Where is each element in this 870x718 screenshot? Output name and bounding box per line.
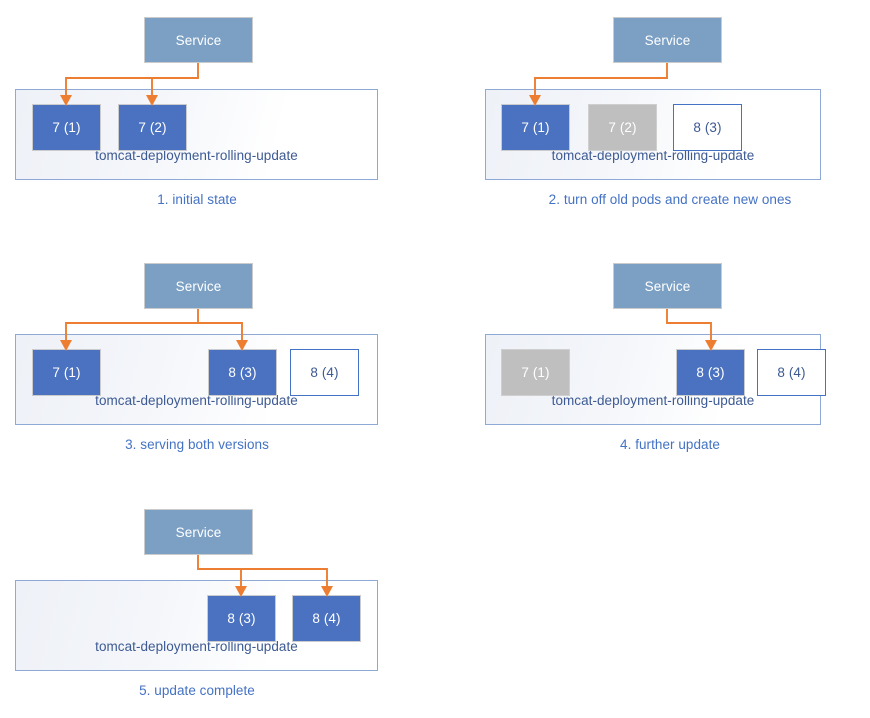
- panel-caption: 1. initial state: [157, 192, 237, 207]
- pod-box: 7 (1): [501, 104, 570, 151]
- deployment-label: tomcat-deployment-rolling-update: [95, 393, 298, 408]
- deployment-label: tomcat-deployment-rolling-update: [95, 639, 298, 654]
- pod-label: 8 (3): [693, 120, 722, 135]
- pod-label: 8 (3): [228, 365, 257, 380]
- pod-box: 8 (4): [290, 349, 359, 396]
- pod-label: 8 (4): [777, 365, 806, 380]
- service-label: Service: [175, 32, 222, 48]
- deployment-label: tomcat-deployment-rolling-update: [551, 148, 755, 163]
- pod-box: 7 (1): [32, 104, 101, 151]
- service-label: Service: [175, 278, 222, 294]
- pod-label: 8 (4): [310, 365, 339, 380]
- pod-box: 7 (1): [32, 349, 101, 396]
- pod-box: 8 (3): [207, 595, 276, 642]
- pod-label: 7 (1): [521, 120, 550, 135]
- pod-label: 8 (3): [227, 611, 256, 626]
- service-box: Service: [613, 263, 722, 309]
- service-box: Service: [144, 17, 253, 63]
- pod-label: 7 (2): [138, 120, 167, 135]
- pod-box: 8 (3): [673, 104, 742, 151]
- pod-box: 8 (3): [676, 349, 745, 396]
- service-box: Service: [144, 509, 253, 555]
- deployment-label: tomcat-deployment-rolling-update: [95, 148, 298, 163]
- pod-label: 7 (1): [52, 365, 81, 380]
- pod-label: 8 (3): [696, 365, 725, 380]
- pod-label: 7 (1): [52, 120, 81, 135]
- pod-box: 8 (4): [292, 595, 361, 642]
- pod-label: 7 (2): [608, 120, 637, 135]
- pod-box: 8 (3): [208, 349, 277, 396]
- pod-box: 8 (4): [757, 349, 826, 396]
- pod-box: 7 (2): [118, 104, 187, 151]
- service-label: Service: [175, 524, 222, 540]
- service-box: Service: [613, 17, 722, 63]
- service-box: Service: [144, 263, 253, 309]
- service-label: Service: [644, 278, 691, 294]
- panel-caption: 3. serving both versions: [125, 437, 269, 452]
- panel-caption: 4. further update: [620, 437, 720, 452]
- pod-box: 7 (2): [588, 104, 657, 151]
- panel-caption: 2. turn off old pods and create new ones: [548, 192, 792, 207]
- pod-label: 8 (4): [312, 611, 341, 626]
- deployment-label: tomcat-deployment-rolling-update: [551, 393, 755, 408]
- pod-box: 7 (1): [501, 349, 570, 396]
- service-label: Service: [644, 32, 691, 48]
- pod-label: 7 (1): [521, 365, 550, 380]
- panel-caption: 5. update complete: [139, 683, 255, 698]
